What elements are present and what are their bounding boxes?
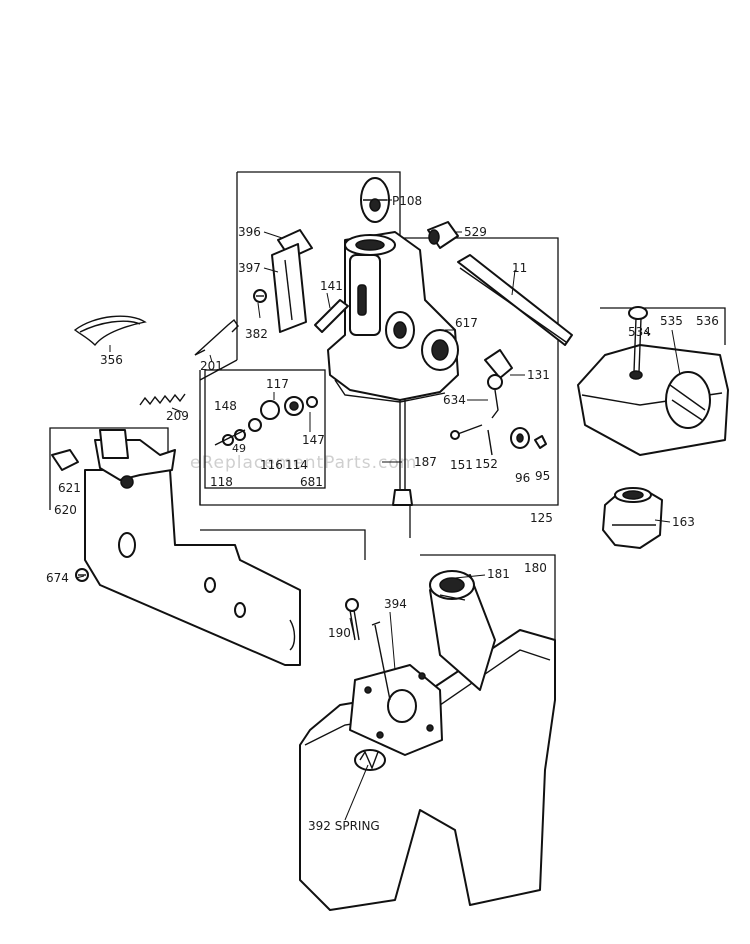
label-356: 356: [100, 353, 123, 367]
filter-163: [602, 487, 663, 549]
elbow-fitting: [427, 221, 459, 249]
label-681: 681: [300, 475, 323, 489]
label-187: 187: [414, 455, 437, 469]
label-151: 151: [450, 458, 473, 472]
screw-190: [345, 598, 360, 641]
label-397: 397: [238, 261, 261, 275]
group-outline-681: [204, 369, 326, 489]
label-147: 147: [302, 433, 325, 447]
group-outline-620: [49, 427, 169, 510]
leader-lines: [75, 199, 681, 821]
screw-674: [75, 568, 89, 582]
label-95: 95: [535, 469, 550, 483]
screws-151-152: [450, 424, 493, 456]
label-529: 529: [464, 225, 487, 239]
label-396: 396: [238, 225, 261, 239]
label-180: 180: [524, 561, 547, 575]
gasket-394: [349, 664, 443, 756]
throttle-lever: [484, 349, 513, 419]
label-131: 131: [527, 368, 550, 382]
label-49: 49: [232, 442, 246, 455]
label-621: 621: [58, 481, 81, 495]
label-117: 117: [266, 377, 289, 391]
label-152: 152: [475, 457, 498, 471]
pickup-tube: [371, 621, 391, 701]
needle-valve-assembly: [214, 396, 318, 446]
fuel-tube: [457, 254, 573, 346]
label-118: 118: [210, 475, 233, 489]
bowl-screw: [392, 400, 413, 506]
label-190: 190: [328, 626, 351, 640]
label-394: 394: [384, 597, 407, 611]
choke-plate: [360, 177, 390, 223]
label-p108: P108: [392, 194, 422, 208]
label-181: 181: [487, 567, 510, 581]
throttle-shaft: [314, 299, 349, 333]
carburetor-body: [327, 231, 459, 403]
control-bracket: [51, 429, 301, 666]
washer-96: [510, 427, 530, 449]
label-674: 674: [46, 571, 69, 585]
label-114: 114: [285, 458, 308, 472]
label-201: 201: [200, 359, 223, 373]
spring-392: [354, 749, 386, 771]
label-536: 536: [696, 314, 719, 328]
label-11: 11: [512, 261, 527, 275]
label-148: 148: [214, 399, 237, 413]
label-535: 535: [660, 314, 683, 328]
watermark-text: eReplacementParts.com: [190, 453, 417, 473]
air-cleaner-housing: [577, 344, 729, 456]
label-163: 163: [672, 515, 695, 529]
bracket-397: [271, 243, 307, 333]
dipstick-534: [628, 306, 648, 380]
screw-382: [253, 289, 267, 303]
fuel-tank: [299, 570, 556, 911]
label-125: 125: [530, 511, 553, 525]
label-534: 534: [628, 325, 651, 339]
screw-95: [534, 435, 547, 449]
label-617: 617: [455, 316, 478, 330]
label-116: 116: [260, 458, 283, 472]
label-620: 620: [54, 503, 77, 517]
label-382: 382: [245, 327, 268, 341]
label-392-spring: 392 SPRING: [308, 819, 380, 833]
spring-209: [139, 393, 186, 406]
wire-356: [73, 315, 147, 347]
label-141: 141: [320, 279, 343, 293]
link-201: [194, 318, 239, 356]
label-634: 634: [443, 393, 466, 407]
label-96: 96: [515, 471, 530, 485]
part-labels: P108 529 396 397 11 141 382 617 356 201 …: [46, 194, 719, 833]
label-209: 209: [166, 409, 189, 423]
